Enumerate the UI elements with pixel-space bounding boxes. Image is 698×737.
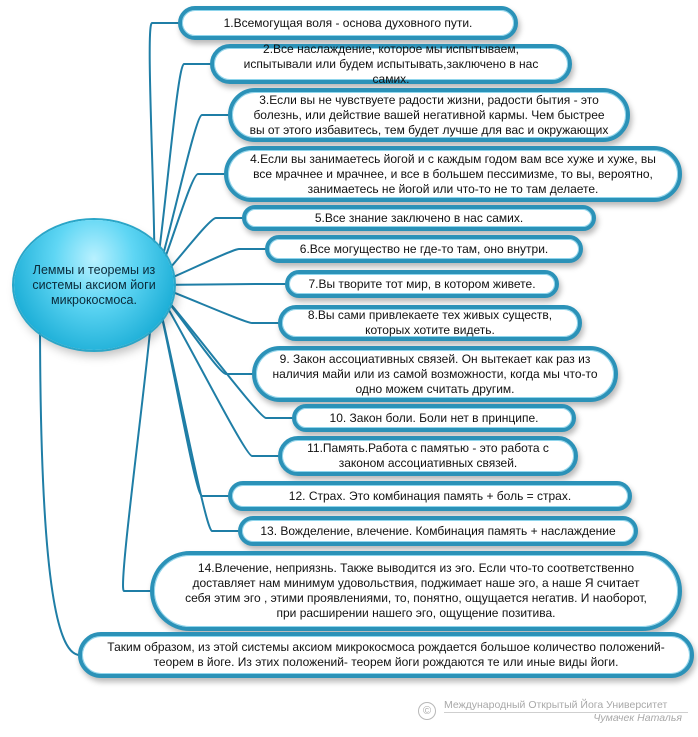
node-9-text: 9. Закон ассоциативных связей. Он вытека… [272, 351, 598, 396]
node-14: 14.Влечение, неприязнь. Также выводится … [150, 551, 682, 631]
node-6-text: 6.Все могущество не где-то там, оно внут… [299, 241, 549, 256]
central-topic-node: Леммы и теоремы из системы аксиом йоги м… [14, 220, 174, 350]
node-4: 4.Если вы занимаетесь йогой и с каждым г… [224, 146, 682, 202]
node-12-text: 12. Страх. Это комбинация память + боль … [288, 488, 572, 503]
copyright-icon: © [418, 702, 436, 720]
node-11-text: 11.Память.Работа с памятью - это работа … [307, 441, 549, 470]
node-3-text: 3.Если вы не чувствуете радости жизни, р… [249, 92, 609, 137]
node-6: 6.Все могущество не где-то там, оно внут… [265, 235, 583, 263]
node-1: 1.Всемогущая воля - основа духовного пут… [178, 6, 518, 40]
node-2-text: 2.Все наслаждение, которое мы испытываем… [243, 41, 539, 86]
conclusion-node-text: Таким образом, из этой системы аксиом ми… [107, 640, 665, 669]
node-11: 11.Память.Работа с памятью - это работа … [278, 436, 578, 476]
conclusion-node: Таким образом, из этой системы аксиом ми… [78, 632, 694, 678]
central-topic-label: Леммы и теоремы из системы аксиом йоги м… [32, 262, 156, 307]
node-13-text: 13. Вожделение, влечение. Комбинация пам… [260, 523, 616, 538]
node-1-text: 1.Всемогущая воля - основа духовного пут… [223, 15, 473, 30]
node-10-text: 10. Закон боли. Боли нет в принципе. [329, 410, 539, 425]
node-13: 13. Вожделение, влечение. Комбинация пам… [238, 516, 638, 546]
node-14-text: 14.Влечение, неприязнь. Также выводится … [185, 561, 647, 620]
node-4-text: 4.Если вы занимаетесь йогой и с каждым г… [250, 151, 656, 196]
connector-line-15 [39, 317, 81, 656]
watermark: © Международный Открытый Йога Университе… [418, 699, 688, 729]
node-8-text: 8.Вы сами привлекаете тех живых существ,… [307, 308, 553, 337]
watermark-org: Международный Открытый Йога Университет [444, 699, 668, 711]
node-5-text: 5.Все знание заключено в нас самих. [314, 210, 524, 225]
node-7: 7.Вы творите тот мир, в котором живете. [285, 270, 559, 298]
watermark-divider [444, 712, 688, 713]
node-12: 12. Страх. Это комбинация память + боль … [228, 481, 632, 511]
node-3: 3.Если вы не чувствуете радости жизни, р… [228, 88, 630, 142]
node-5: 5.Все знание заключено в нас самих. [242, 205, 596, 231]
connector-line-13 [151, 284, 240, 532]
node-7-text: 7.Вы творите тот мир, в котором живете. [308, 276, 536, 291]
watermark-author: Чумачек Наталья [593, 712, 682, 724]
node-9: 9. Закон ассоциативных связей. Он вытека… [252, 346, 618, 402]
node-8: 8.Вы сами привлекаете тех живых существ,… [278, 305, 582, 341]
node-2: 2.Все наслаждение, которое мы испытываем… [210, 41, 572, 86]
node-10: 10. Закон боли. Боли нет в принципе. [292, 404, 576, 432]
